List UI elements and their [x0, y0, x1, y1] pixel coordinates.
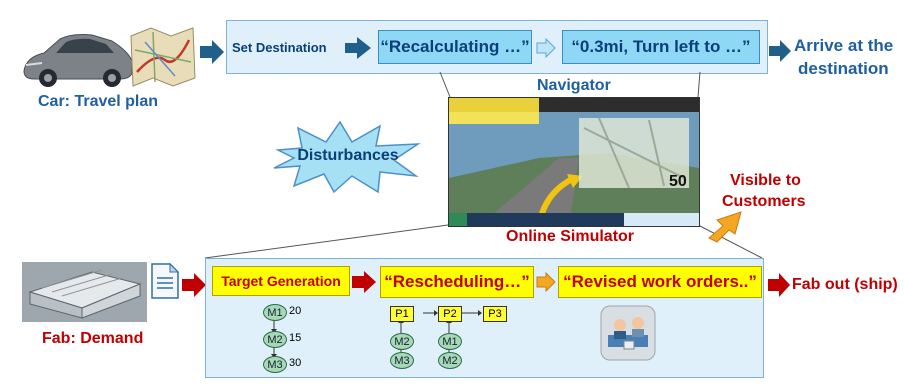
disturbances-starburst: [273, 120, 421, 194]
machine-node: M3: [263, 356, 287, 373]
svg-text:50: 50: [669, 173, 687, 190]
arrow-car-to-navigator: [200, 40, 224, 64]
navigation-screen-image: 50: [449, 98, 699, 226]
arrow-resched-to-orders: [536, 272, 556, 292]
navigator-label: Navigator: [537, 77, 611, 94]
car-image: [23, 34, 133, 87]
disturbances-label: Disturbances: [297, 147, 399, 164]
map-image: [130, 27, 196, 87]
work-order-icon: [600, 305, 656, 361]
machine-node: M2: [390, 333, 414, 350]
machine-node: M3: [390, 352, 414, 369]
caption-car: Car: Travel plan: [38, 93, 159, 110]
arrive-line2: destination: [798, 59, 889, 78]
recalculating-box: “Recalculating …”: [378, 30, 532, 64]
machine-node: M1: [263, 304, 287, 321]
machine-node: M2: [263, 331, 287, 348]
machine-value: 20: [289, 305, 302, 317]
product-node: P2: [438, 306, 462, 322]
caption-fab: Fab: Demand: [42, 330, 144, 347]
arrow-fab-to-panel: [182, 273, 206, 297]
machine-node: M1: [438, 333, 462, 350]
document-icon: [151, 262, 180, 299]
rescheduling-box: “Rescheduling…”: [380, 266, 534, 298]
arrow-recalc-to-turn: [536, 38, 556, 58]
target-generation-box: Target Generation: [212, 266, 350, 296]
arrive-line1: Arrive at the: [794, 36, 894, 55]
fab-out-label: Fab out (ship): [792, 276, 898, 293]
product-node: P3: [483, 306, 507, 322]
online-simulator-label: Online Simulator: [506, 228, 635, 245]
set-destination-label: Set Destination: [232, 40, 327, 55]
online-simulator-screen: 50: [448, 97, 700, 227]
visible-line1: Visible to: [730, 172, 801, 189]
machine-value: 30: [289, 357, 302, 369]
product-node: P1: [390, 306, 414, 322]
machine-node: M2: [438, 352, 462, 369]
arrow-navigator-to-arrive: [769, 40, 791, 62]
arrow-set-to-recalc: [345, 37, 371, 59]
arrow-panel-to-fab-out: [768, 273, 790, 297]
machine-value: 15: [289, 332, 302, 344]
arrow-target-to-resched: [352, 271, 376, 293]
revised-work-orders-box: “Revised work orders..”: [558, 266, 762, 298]
fab-image: [22, 262, 147, 322]
turn-left-box: “0.3mi, Turn left to …”: [562, 30, 760, 64]
arrow-visible-to-customers: [708, 211, 742, 243]
visible-line2: Customers: [722, 193, 806, 210]
